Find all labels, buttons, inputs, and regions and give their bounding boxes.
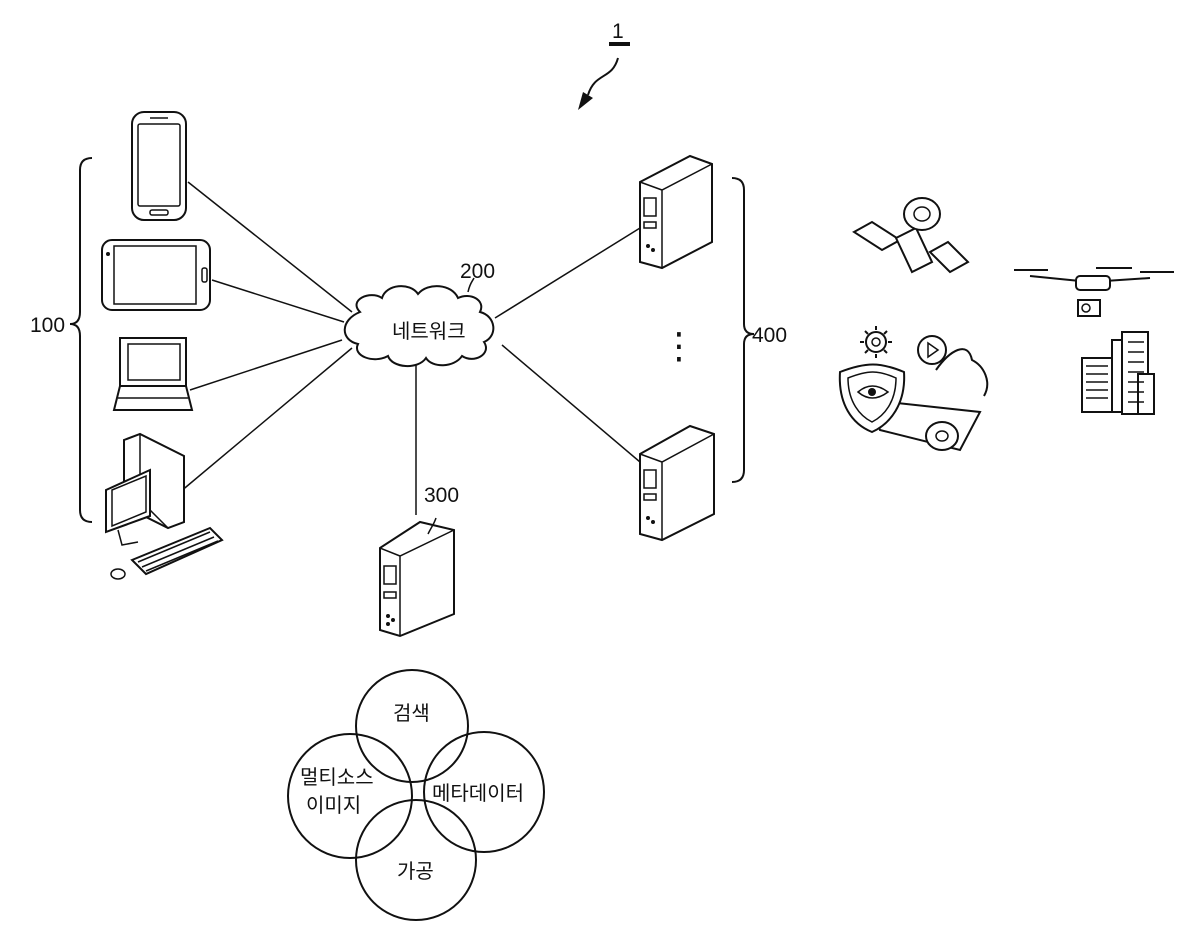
tablet-icon bbox=[102, 240, 210, 310]
network-cloud: 네트워크 200 bbox=[345, 260, 495, 366]
desktop-computer-icon bbox=[106, 434, 222, 579]
play-icon bbox=[918, 336, 946, 364]
system-ref-label: 1 bbox=[612, 20, 624, 43]
processing-label: 가공 bbox=[397, 859, 434, 883]
search-label: 검색 bbox=[393, 701, 430, 725]
gear-icon bbox=[860, 326, 892, 358]
smartphone-icon bbox=[132, 112, 186, 220]
multisource-label-line1: 멀티소스 bbox=[300, 765, 374, 789]
network-ref-label: 200 bbox=[460, 260, 495, 283]
network-label: 네트워크 bbox=[392, 319, 466, 343]
ellipsis-mark: ⋮ bbox=[661, 326, 697, 367]
user-terminals-ref-label: 100 bbox=[30, 314, 65, 337]
server-icon bbox=[640, 426, 714, 540]
server-icon bbox=[640, 156, 712, 268]
user-terminals-brace: 100 bbox=[30, 158, 92, 522]
laptop-icon bbox=[114, 338, 192, 410]
buildings-icon bbox=[1082, 332, 1154, 414]
data-sources-ref-label: 400 bbox=[752, 324, 787, 347]
server-icon: 300 bbox=[380, 484, 459, 636]
metadata-label: 메타데이터 bbox=[432, 781, 524, 805]
satellite-icon bbox=[854, 198, 968, 272]
drone-icon bbox=[1014, 268, 1174, 316]
system-reference: 1 bbox=[578, 20, 630, 110]
function-circles: 검색 멀티소스 이미지 메타데이터 가공 bbox=[288, 670, 544, 920]
multisource-label-line2: 이미지 bbox=[306, 793, 361, 817]
server-ref-label: 300 bbox=[424, 484, 459, 507]
data-sources-brace: 400 bbox=[732, 178, 787, 482]
